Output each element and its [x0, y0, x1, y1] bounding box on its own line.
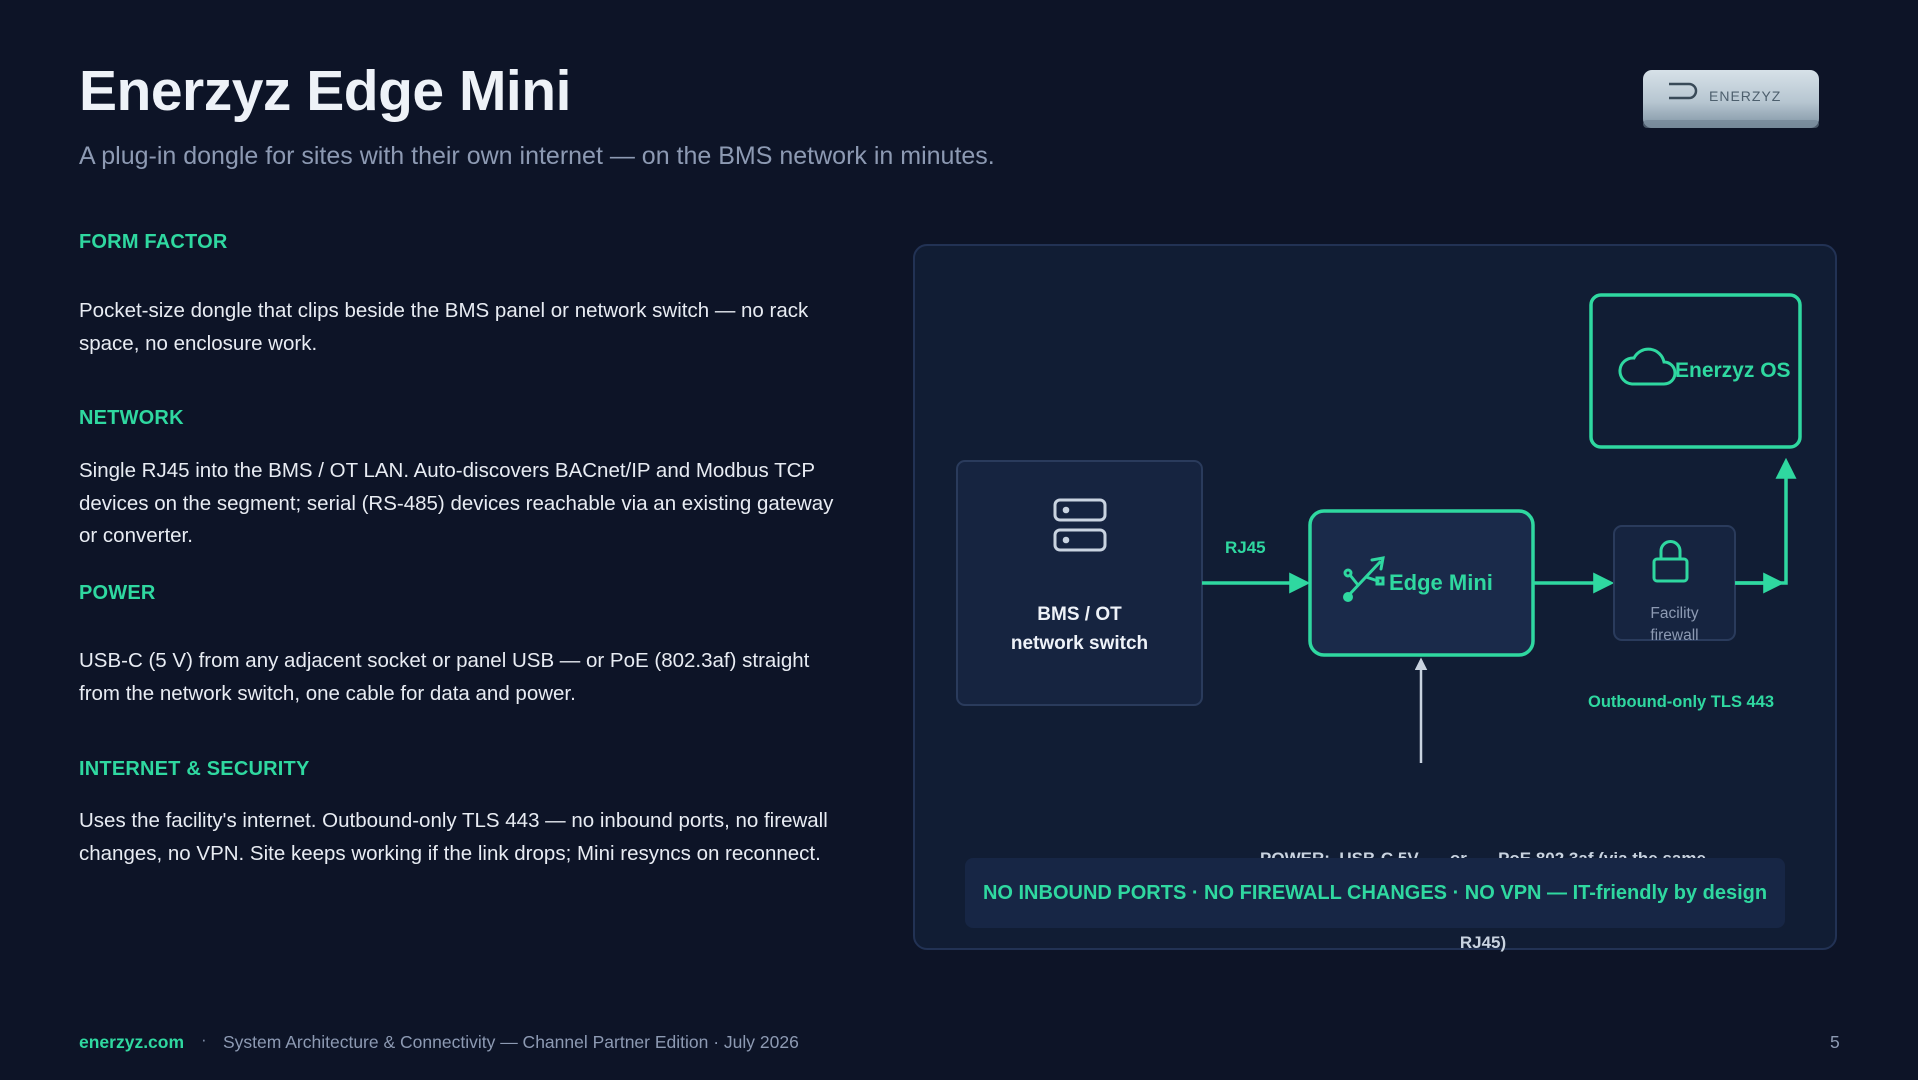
- device-logo-text: ENERZYZ: [1709, 88, 1781, 104]
- bms-switch-node: [956, 460, 1203, 706]
- rj45-label: RJ45: [1225, 538, 1266, 557]
- usb-icon: [1343, 556, 1385, 602]
- enerzyz-os-label: Enerzyz OS: [1675, 359, 1791, 382]
- firewall-label: Facility firewall: [1614, 603, 1735, 647]
- footer-text: System Architecture & Connectivity — Cha…: [223, 1032, 799, 1052]
- section-heading-power: POWER: [79, 582, 156, 604]
- edge-mini-label: Edge Mini: [1389, 570, 1493, 595]
- footer-website-link[interactable]: enerzyz.com: [79, 1032, 185, 1052]
- page-number: 5: [1830, 1032, 1840, 1052]
- enerzyz-os-node: [1589, 293, 1802, 449]
- page-title: Enerzyz Edge Mini: [79, 59, 571, 123]
- page-subtitle: A plug-in dongle for sites with their ow…: [79, 142, 995, 170]
- lock-icon: [1652, 540, 1689, 583]
- section-heading-network: NETWORK: [79, 407, 184, 429]
- section-body-network: Single RJ45 into the BMS / OT LAN. Auto-…: [79, 459, 834, 547]
- server-icon: [1053, 498, 1107, 552]
- firewall-to-cloud-arrow: [1735, 457, 1797, 585]
- footer-separator: ·: [201, 1030, 207, 1049]
- section-heading-internet-security: INTERNET & SECURITY: [79, 758, 310, 780]
- bms-switch-label: BMS / OT network switch: [957, 600, 1202, 658]
- device-photo: ENERZYZ: [1643, 70, 1819, 128]
- cloud-icon: [1618, 347, 1677, 386]
- bms-switch-label-line1: BMS / OT: [1037, 604, 1122, 625]
- bms-switch-label-line2: network switch: [1010, 633, 1149, 654]
- section-body-form-factor: Pocket-size dongle that clips beside the…: [79, 299, 809, 355]
- firewall-label-line1: Facility: [1650, 605, 1699, 622]
- section-body-internet-security: Uses the facility's internet. Outbound-o…: [79, 809, 828, 865]
- power-label-line2: RJ45): [1459, 933, 1507, 952]
- tls-label: Outbound-only TLS 443: [1588, 693, 1775, 711]
- security-banner: NO INBOUND PORTS · NO FIREWALL CHANGES ·…: [965, 858, 1785, 928]
- firewall-label-line2: firewall: [1650, 627, 1699, 644]
- section-heading-form-factor: FORM FACTOR: [79, 231, 228, 253]
- section-body-power: USB-C (5 V) from any adjacent socket or …: [79, 649, 810, 705]
